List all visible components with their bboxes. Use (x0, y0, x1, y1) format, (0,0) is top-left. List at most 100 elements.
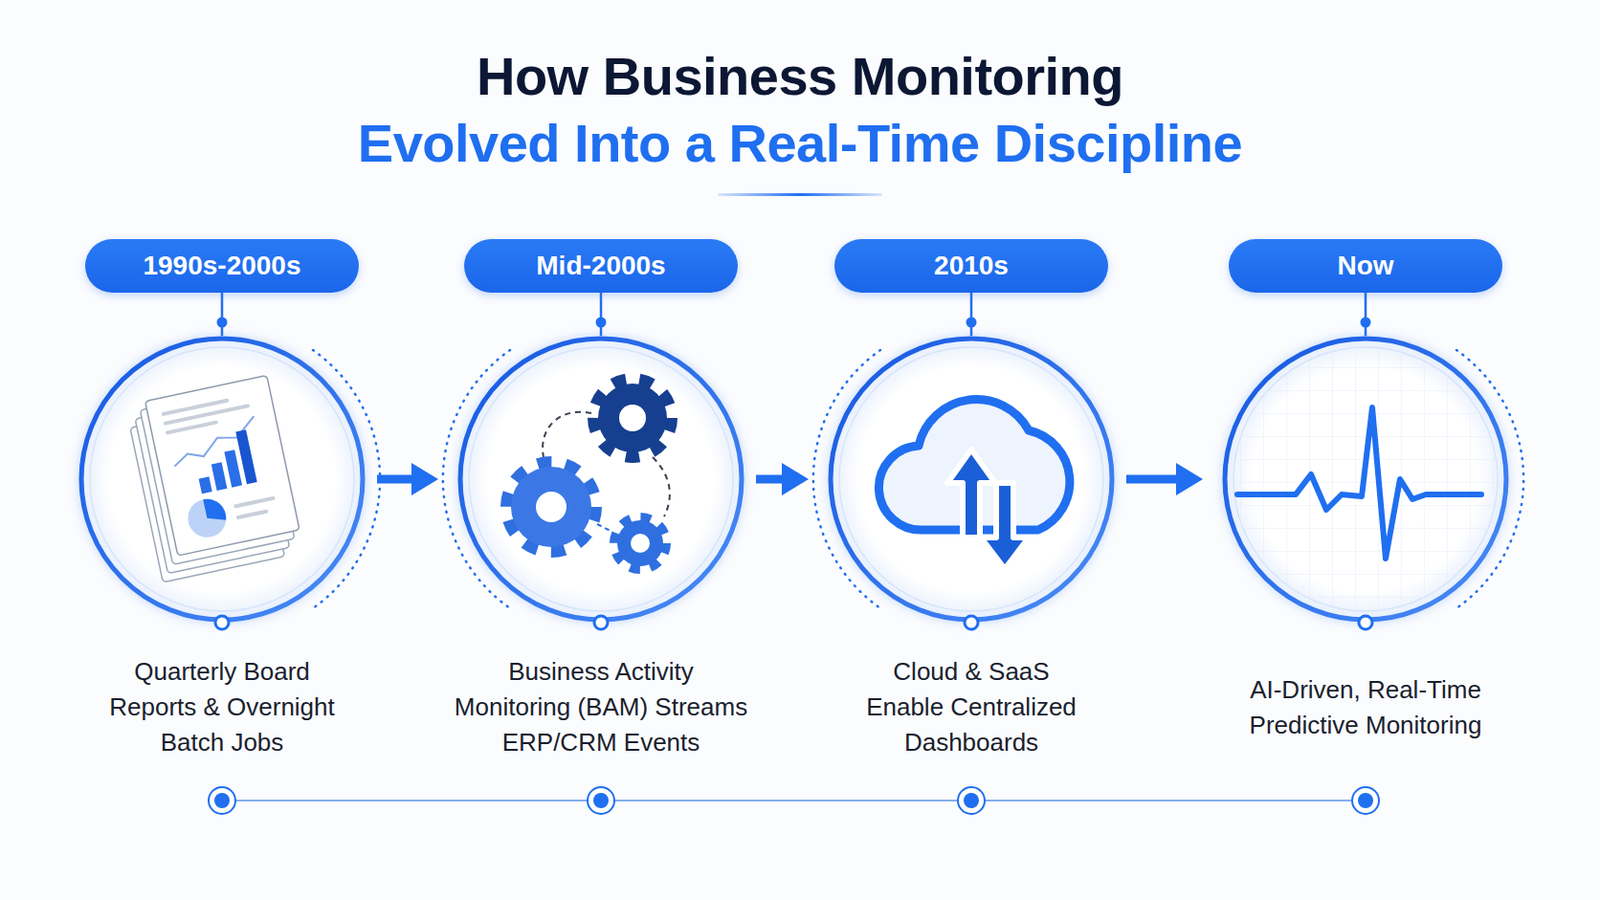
timeline-dot-core (963, 793, 979, 809)
circle-ring (460, 338, 742, 621)
connector-line (221, 292, 224, 336)
ring-dot (964, 616, 978, 630)
stage-caption: Cloud & SaaS Enable Centralized Dashboar… (852, 654, 1090, 761)
dotted-arc (312, 350, 380, 609)
gears-icon (507, 379, 671, 570)
era-pill: 2010s (834, 239, 1109, 293)
connector-line (970, 292, 974, 336)
timeline-dot-core (593, 793, 609, 809)
circle-inner-ring (839, 347, 1104, 612)
gear-hole (619, 404, 646, 432)
gear-body (617, 520, 664, 567)
upload-arrow (947, 449, 996, 538)
line-chart (167, 416, 261, 467)
timeline-dot-ring (1352, 787, 1379, 815)
ring-dot (594, 616, 608, 630)
connector-dot (217, 317, 228, 329)
ring-dot (215, 616, 229, 630)
heartbeat-line (1237, 407, 1482, 559)
timeline-dot-core (1357, 793, 1374, 809)
connector (222, 292, 223, 336)
stage-circle: Business Activity Monitoring (BAM) Strea… (457, 335, 745, 623)
pie-slice (202, 495, 227, 525)
connector (755, 463, 809, 496)
circle-outline (827, 335, 1115, 623)
stage-circle: Quarterly Board Reports & Overnight Batc… (78, 335, 366, 623)
timeline-dot-core (214, 793, 230, 809)
stage-circle: AI-Driven, Real-Time Predictive Monitori… (1222, 335, 1510, 623)
connector (971, 292, 973, 336)
dashed-link (542, 412, 592, 458)
circle-inner-ring (468, 347, 734, 612)
circle-ring (830, 338, 1112, 621)
gear-teeth (594, 379, 671, 457)
stage-caption: AI-Driven, Real-Time Predictive Monitori… (1222, 654, 1510, 761)
connector (1126, 463, 1203, 496)
gear-teeth (507, 463, 596, 552)
cloud-arrows (947, 449, 1029, 570)
gear-hole (535, 491, 567, 523)
dotted-arc (443, 350, 511, 609)
paper-sheet (130, 401, 285, 582)
gear-body (511, 466, 592, 548)
flow-arrow-shaft (1126, 475, 1178, 485)
grid-background (1233, 347, 1498, 612)
dotted-arc (813, 350, 881, 609)
subtitle: Evolved Into a Real-Time Discipline (0, 110, 1600, 178)
era-label: Mid-2000s (535, 249, 666, 283)
text-line (165, 420, 220, 436)
timeline-dot-ring (587, 787, 615, 815)
chart-bar (223, 449, 243, 488)
flow-arrow-shaft (377, 475, 414, 485)
gear-teeth (614, 517, 667, 570)
dashed-link (597, 524, 613, 533)
connector-line (600, 292, 603, 336)
circle-outline (1222, 335, 1510, 623)
timeline-dot (208, 787, 1379, 815)
era-pill: 1990s-2000s (85, 239, 359, 293)
text-line (236, 509, 269, 520)
circle-outline (457, 335, 745, 623)
paper-sheet (139, 384, 294, 565)
pie-chart (184, 495, 230, 541)
connector (1365, 292, 1367, 336)
title-underline (717, 193, 883, 197)
text-line (160, 398, 229, 417)
circle-ring (81, 338, 363, 621)
arrow-head (781, 463, 809, 496)
era-label: 1990s-2000s (142, 249, 301, 283)
download-arrow (980, 483, 1029, 570)
arrow-head (411, 463, 439, 496)
era-pill: Mid-2000s (464, 239, 738, 293)
stage-caption: Quarterly Board Reports & Overnight Batc… (92, 654, 352, 761)
diagram-title: How Business Monitoring (0, 43, 1600, 111)
circle-inner-ring (89, 347, 355, 612)
timeline-line (222, 800, 1366, 802)
connector-dot (1360, 317, 1372, 329)
timeline-dot-ring (208, 787, 236, 815)
connector-dot (596, 317, 607, 329)
ring-dot (1358, 616, 1373, 630)
connector (377, 463, 439, 496)
arrow-head (1176, 463, 1203, 496)
circle-inner-ring (1233, 347, 1498, 612)
chart-bar (199, 476, 213, 494)
cloud-outline (878, 400, 1069, 532)
flow-arrow-shaft (755, 475, 784, 485)
era-pill: Now (1228, 239, 1503, 293)
stage-circle: Cloud & SaaS Enable Centralized Dashboar… (827, 335, 1115, 623)
connector-line (1364, 292, 1368, 336)
text-line (233, 496, 276, 510)
dotted-arc (1456, 350, 1524, 609)
heartbeat-icon (1233, 347, 1498, 612)
gear-hole (630, 533, 650, 554)
timeline-dot-ring (957, 787, 985, 815)
connector (600, 292, 602, 336)
chart-bar (235, 429, 257, 485)
circle-outline (78, 335, 366, 623)
paper-sheet (145, 376, 300, 556)
stage-caption: Business Activity Monitoring (BAM) Strea… (446, 654, 756, 761)
connector-dot (966, 317, 978, 329)
era-label: 2010s (933, 249, 1009, 283)
